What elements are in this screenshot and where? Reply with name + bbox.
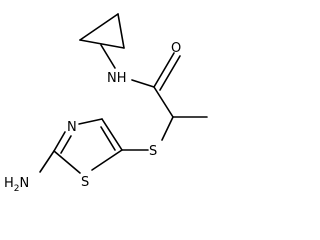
bond	[159, 55, 181, 91]
bond	[100, 126, 116, 151]
bond	[39, 150, 55, 173]
chemical-structure: O NH S N S H2N	[4, 13, 208, 194]
bond	[60, 135, 72, 154]
amide-nh-label: NH	[107, 71, 127, 86]
carbonyl-double-bond	[153, 52, 181, 91]
amine-label: H2N	[4, 176, 29, 194]
bond	[131, 79, 155, 88]
bond	[101, 118, 123, 151]
thiazole-nitrogen-label: N	[67, 120, 77, 135]
bond	[153, 86, 174, 118]
thioether-sulfur-label: S	[149, 144, 157, 159]
thiazole-ring	[53, 118, 123, 174]
bond	[79, 39, 125, 49]
bond	[78, 118, 103, 125]
cyclopropyl-ring	[79, 13, 125, 49]
bond	[100, 44, 116, 69]
bond	[117, 13, 125, 49]
bond	[53, 131, 66, 152]
bond	[53, 150, 81, 174]
bond	[161, 116, 174, 141]
bond	[79, 13, 119, 41]
bond	[91, 149, 123, 171]
thiazole-sulfur-label: S	[81, 175, 89, 190]
oxygen-label: O	[171, 41, 181, 56]
bond	[153, 52, 175, 88]
